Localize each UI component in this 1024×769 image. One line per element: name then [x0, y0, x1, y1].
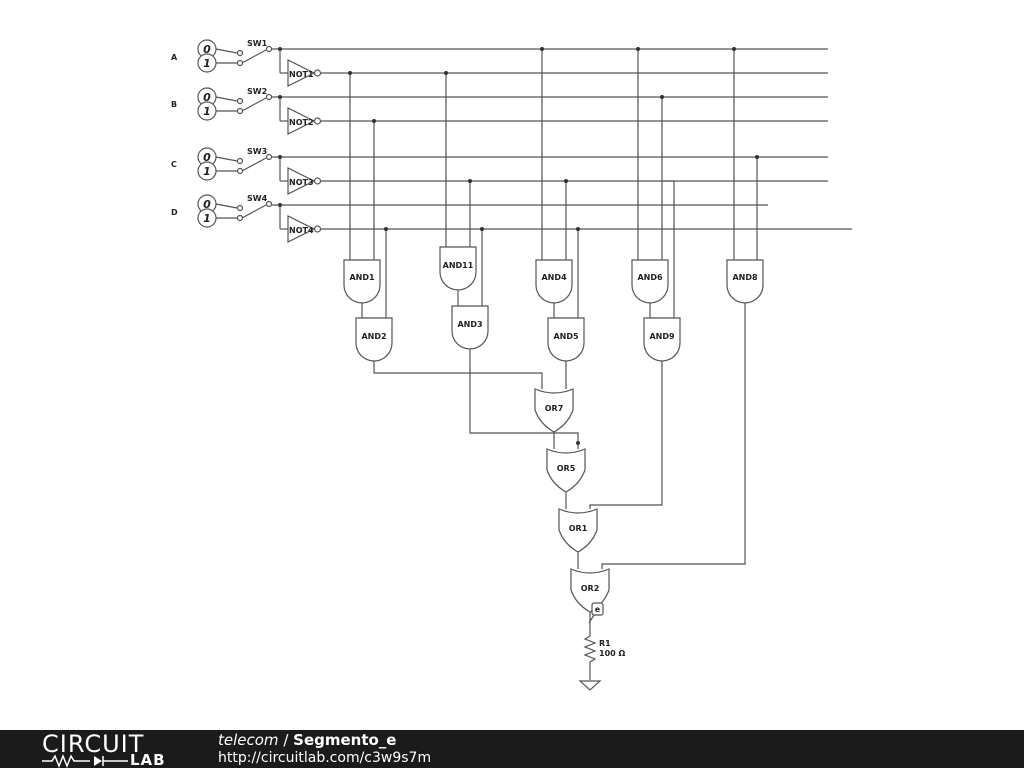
input-label-a: A	[171, 53, 178, 62]
and8-label: AND8	[732, 273, 758, 282]
or2-label: OR2	[581, 584, 600, 593]
or-gate-or7: OR7	[534, 388, 574, 433]
circuit-name[interactable]: Segmento_e	[293, 731, 397, 749]
and9-label: AND9	[649, 332, 675, 341]
probe-label: e	[595, 605, 601, 614]
circuit-title: telecom / Segmento_e	[218, 731, 397, 749]
sw2-bit0: 0	[203, 91, 211, 104]
and-gate-and11: AND11	[439, 246, 477, 291]
schematic: A B C D 0 1 SW1 0 1 SW2 0 1	[171, 39, 852, 691]
switch-sw2[interactable]: 0 1 SW2	[197, 87, 273, 121]
owner-link[interactable]: telecom	[218, 731, 279, 749]
and-gate-and1: AND1	[343, 259, 381, 304]
sw4-bit1: 1	[203, 212, 211, 225]
not3-label: NOT3	[289, 178, 314, 187]
not2-label: NOT2	[289, 118, 314, 127]
sw1-bit1: 1	[203, 57, 211, 70]
not1-label: NOT1	[289, 70, 314, 79]
sw3-label: SW3	[247, 147, 267, 156]
and-gate-and9: AND9	[643, 317, 681, 362]
input-label-d: D	[171, 208, 178, 217]
not-gate-not4: NOT4	[287, 215, 322, 243]
or7-label: OR7	[545, 404, 564, 413]
and-gate-and3: AND3	[451, 305, 489, 350]
sw1-label: SW1	[247, 39, 268, 48]
r1-value: 100 Ω	[599, 649, 625, 658]
sw1-bit0: 0	[203, 43, 211, 56]
and-gate-and6: AND6	[631, 259, 669, 304]
not-gate-not1: NOT1	[287, 59, 322, 87]
r1-label: R1	[599, 639, 611, 648]
resistor-r1: R1 100 Ω	[583, 630, 625, 680]
ground-icon	[578, 680, 602, 691]
or-wiring	[373, 303, 746, 630]
not-gate-not3: NOT3	[287, 167, 322, 195]
sw2-bit1: 1	[203, 105, 211, 118]
sw4-label: SW4	[247, 194, 268, 203]
circuit-url[interactable]: http://circuitlab.com/c3w9s7m	[218, 750, 432, 766]
or-gate-or1: OR1	[558, 508, 598, 553]
not-gate-not2: NOT2	[287, 107, 322, 135]
and-gate-and8: AND8	[726, 259, 764, 304]
and6-label: AND6	[637, 273, 663, 282]
or5-label: OR5	[557, 464, 576, 473]
waveform-icon	[42, 754, 128, 768]
and11-label: AND11	[443, 261, 474, 270]
brand-lab-text: LAB	[130, 751, 166, 769]
switch-sw4[interactable]: 0 1 SW4	[197, 194, 273, 228]
input-buses	[271, 47, 852, 230]
gate-input-wires	[348, 47, 759, 318]
footer-bar: CIRCUIT LAB telecom / Segmento_e http://…	[0, 730, 1024, 768]
sw3-bit0: 0	[203, 151, 211, 164]
title-separator: /	[278, 731, 294, 749]
switch-sw1[interactable]: 0 1 SW1	[197, 39, 273, 73]
switch-sw3[interactable]: 0 1 SW3	[197, 147, 273, 181]
and4-label: AND4	[541, 273, 567, 282]
or-gate-or5: OR5	[546, 448, 586, 493]
and-gate-and2: AND2	[355, 317, 393, 362]
sw3-bit1: 1	[203, 165, 211, 178]
circuitlab-logo[interactable]: CIRCUIT LAB	[42, 730, 182, 769]
and1-label: AND1	[349, 273, 375, 282]
brand-circuit-text: CIRCUIT	[42, 730, 145, 758]
and5-label: AND5	[553, 332, 579, 341]
probe-e: e	[588, 602, 604, 624]
and-gate-and4: AND4	[535, 259, 573, 304]
input-label-c: C	[171, 160, 177, 169]
not4-label: NOT4	[289, 226, 314, 235]
and-gate-and5: AND5	[547, 317, 585, 362]
and2-label: AND2	[361, 332, 386, 341]
and3-label: AND3	[457, 320, 482, 329]
input-label-b: B	[171, 100, 177, 109]
sw2-label: SW2	[247, 87, 267, 96]
or1-label: OR1	[569, 524, 588, 533]
sw4-bit0: 0	[203, 198, 211, 211]
